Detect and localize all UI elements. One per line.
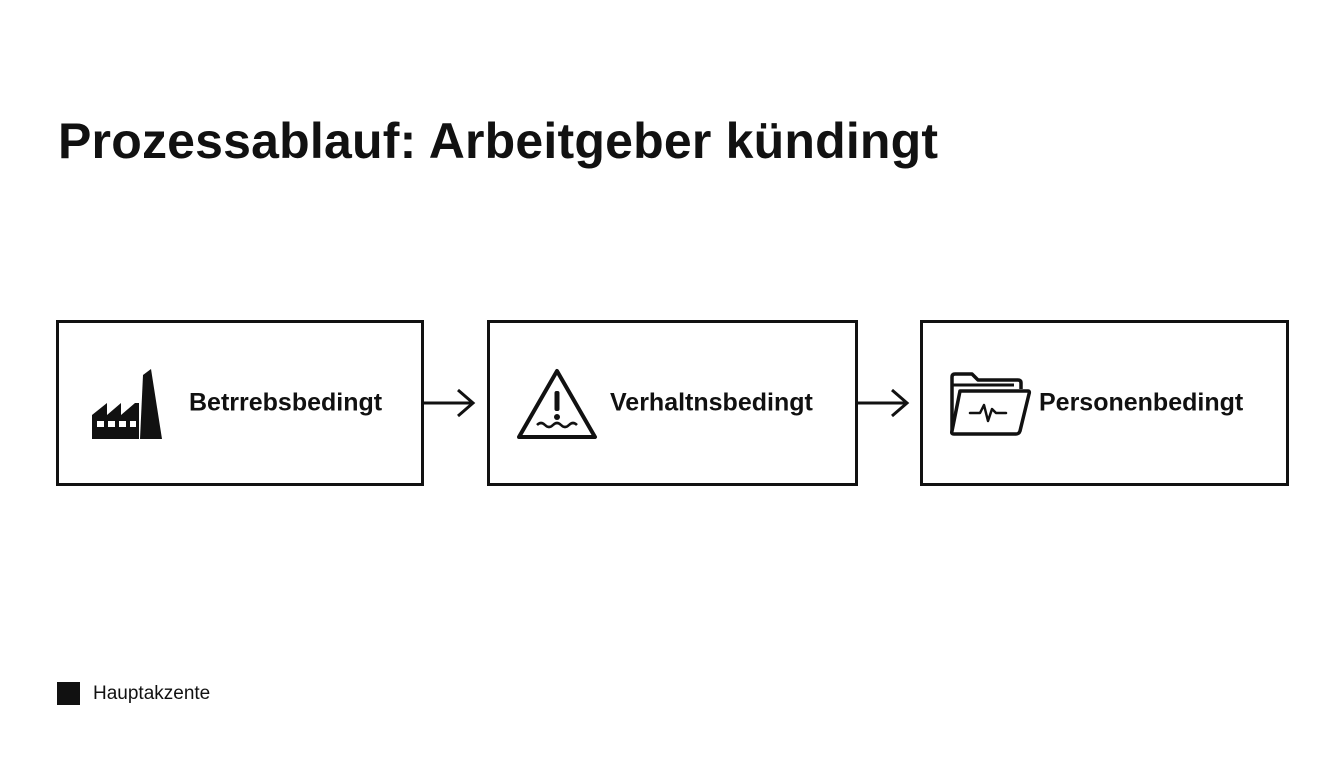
legend-swatch bbox=[57, 682, 80, 705]
medical-folder-icon bbox=[950, 372, 1032, 436]
process-step-verhaltensbedingt: Verhaltnsbedingt bbox=[487, 320, 858, 486]
legend: Hauptakzente bbox=[57, 682, 210, 705]
step-label: Personenbedingt bbox=[1039, 388, 1244, 417]
process-step-betriebsbedingt: Betrrebsbedingt bbox=[56, 320, 424, 486]
warning-triangle-icon bbox=[517, 369, 597, 439]
process-step-personenbedingt: Personenbedingt bbox=[920, 320, 1289, 486]
step-label: Verhaltnsbedingt bbox=[610, 388, 813, 417]
arrow-right-icon bbox=[424, 388, 476, 418]
page-title: Prozessablauf: Arbeitgeber kündingt bbox=[58, 113, 939, 169]
legend-label: Hauptakzente bbox=[93, 682, 211, 704]
arrow-right-icon bbox=[858, 388, 910, 418]
step-label: Betrrebsbedingt bbox=[189, 388, 383, 417]
factory-icon bbox=[92, 369, 162, 439]
